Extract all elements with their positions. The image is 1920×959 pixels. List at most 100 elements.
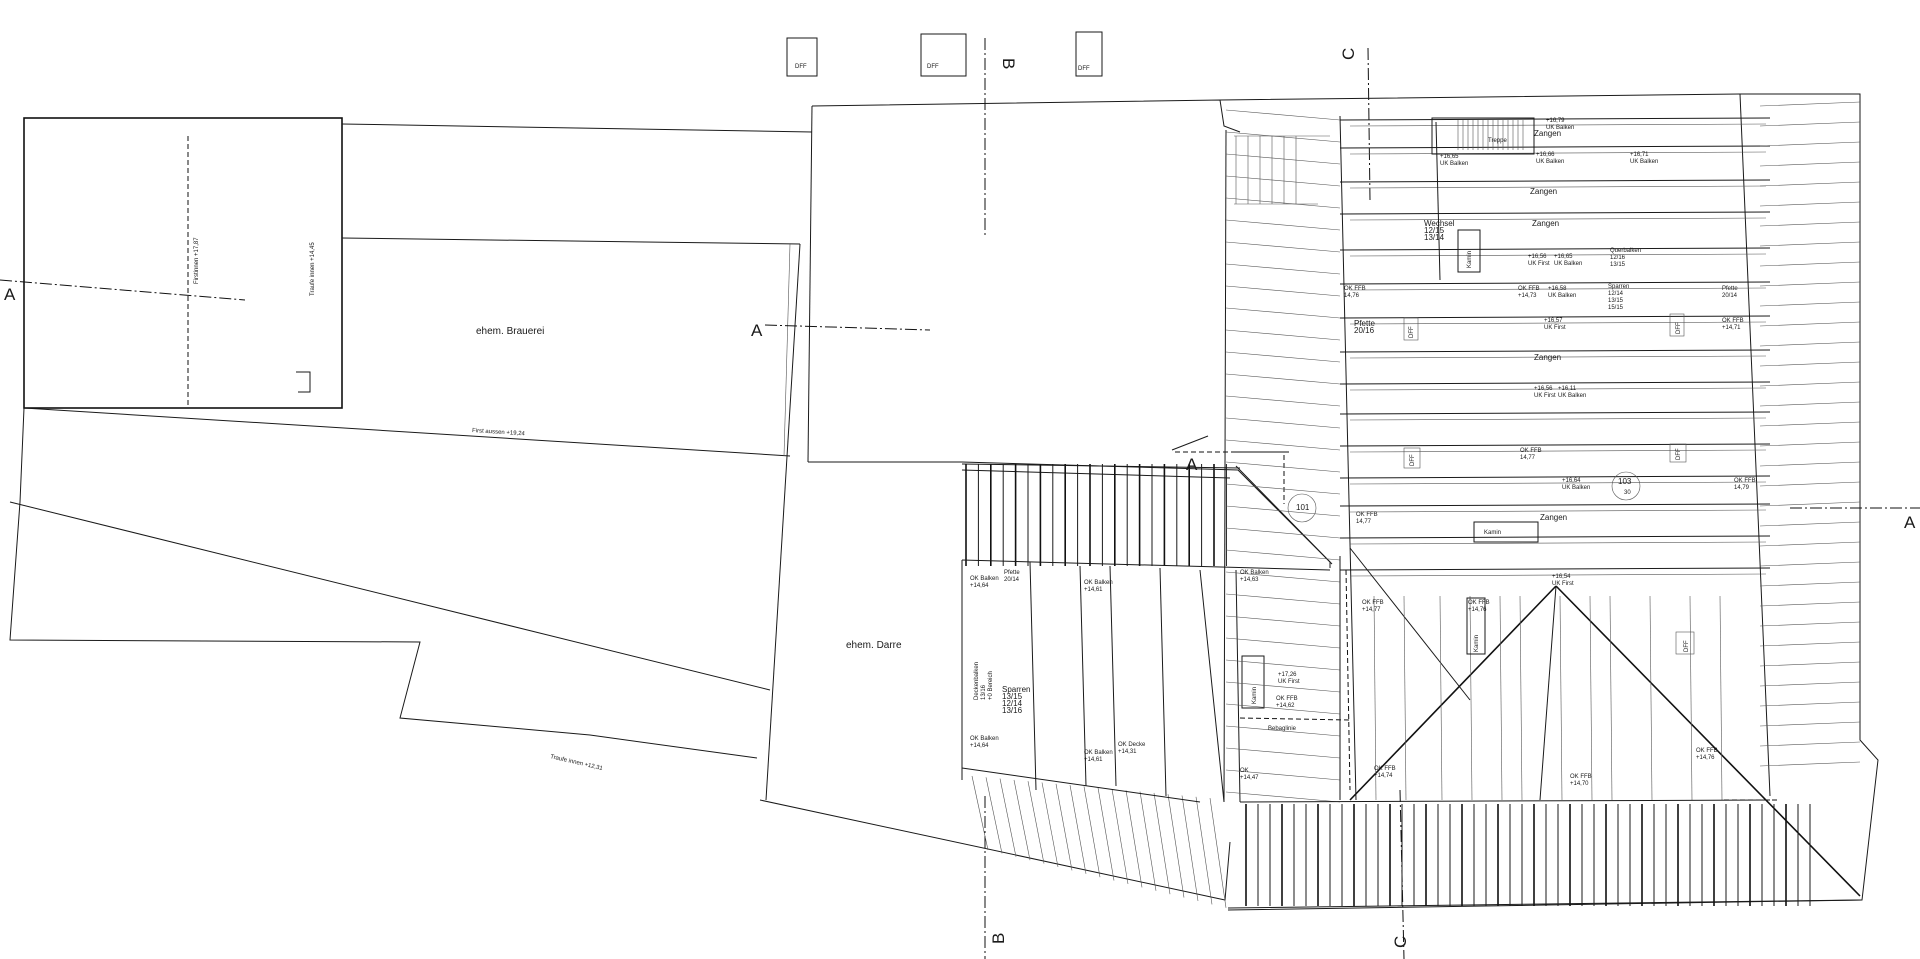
rw-zangen-3: Zangen: [1532, 219, 1559, 228]
drawing-line: [1339, 381, 1771, 385]
drawing-line: [1759, 261, 1861, 267]
drawing-line: [1225, 791, 1341, 803]
drawing-line: [1225, 285, 1341, 297]
drawing-line: [1759, 701, 1861, 707]
drawing-line: [1689, 595, 1693, 801]
drawing-line: [1349, 481, 1767, 485]
drawing-line: [1759, 481, 1861, 487]
drawing-line: [1759, 521, 1861, 527]
dff-label-1: DFF: [795, 64, 807, 70]
drawing-line: [1349, 287, 1767, 291]
drawing-line: [999, 778, 1017, 857]
drawing-line: [1349, 509, 1767, 513]
rw-ok-ffb-8: OK FFB+14,76: [1468, 600, 1490, 613]
darre-outline: [759, 38, 1405, 959]
drawing-line: [1339, 281, 1771, 285]
drawing-line: [1111, 788, 1129, 885]
drawing-line: [1519, 595, 1523, 801]
drawing-line: [1349, 185, 1767, 189]
drawing-line: [1759, 181, 1861, 187]
drawing-line: [1153, 792, 1171, 895]
drawing-line: [1499, 595, 1503, 801]
drawing-line: [1759, 401, 1861, 407]
drawing-line: [1349, 449, 1767, 453]
kamin-label-2: Kamin: [1484, 530, 1501, 536]
elevation-traufe-innen-bottom: Traufe innen +12,31: [550, 754, 604, 772]
drawing-line: [1013, 779, 1031, 861]
right-wing-outline: [1219, 93, 1879, 911]
section-marker-c-top: C: [1339, 48, 1358, 60]
drawing-line: [1469, 595, 1473, 801]
drawing-line: [1349, 541, 1767, 545]
drawing-line: [1225, 241, 1341, 253]
section-marker-a-left: A: [4, 285, 16, 304]
dw-bebaglinie: Bebaglinie: [1268, 726, 1297, 732]
dff-label-7: DFF: [1676, 448, 1682, 460]
drawing-line: [1225, 725, 1341, 737]
drawing-line: [1225, 439, 1341, 451]
section-marker-a-top: A: [1186, 455, 1198, 474]
drawing-line: [1339, 247, 1771, 251]
section-marker-b-top: B: [999, 58, 1018, 69]
drawing-line: [1225, 769, 1341, 781]
drawing-line: [1225, 461, 1341, 473]
drawing-line: [1339, 145, 1771, 149]
drawing-line: [1349, 387, 1767, 391]
rw-zangen-2: Zangen: [1530, 187, 1557, 196]
right-wing-beams: [1339, 117, 1771, 577]
drawing-line: [1225, 703, 1341, 715]
drawing-line: [1759, 541, 1861, 547]
rw-ok-ffb-7: OK FFB+14,77: [1362, 600, 1384, 613]
drawing-line: [1225, 549, 1341, 561]
drawing-line: [1719, 595, 1723, 801]
dff-label-3: DFF: [1078, 66, 1090, 72]
rw-ok-ffb-3: OK FFB+14,71: [1722, 318, 1744, 331]
section-marker-b-bottom: B: [989, 933, 1008, 944]
drawing-line: [1139, 791, 1157, 891]
dff-label-4: DFF: [1409, 326, 1415, 338]
room-number-103: 103: [1618, 477, 1632, 486]
drawing-line: [1339, 535, 1771, 539]
drawing-line: [1225, 219, 1341, 231]
drawing-line: [1589, 595, 1593, 801]
drawing-line: [1759, 441, 1861, 447]
elevation-first-aussen: First aussen +19,24: [472, 428, 526, 437]
drawing-line: [1227, 899, 1863, 909]
drawing-line: [1759, 101, 1861, 107]
brauerei-outline: [0, 117, 813, 801]
drawing-line: [985, 777, 1003, 854]
room-number-101: 101: [1296, 503, 1310, 512]
rw-ok-ffb-11: OK FFB+14,76: [1696, 748, 1718, 761]
dw-ok-balken-4: OK Balken+14,64: [970, 736, 999, 749]
drawing-line: [1225, 505, 1341, 517]
drawing-line: [1225, 373, 1341, 385]
dw-ok-balken-1: OK Balken+14,64: [970, 576, 999, 589]
drawing-line: [961, 469, 1231, 479]
dw-ok-balken-5: OK Balken+14,61: [1084, 750, 1113, 763]
drawing-line: [1759, 361, 1861, 367]
drawing-line: [1225, 593, 1341, 605]
drawing-line: [1759, 421, 1861, 427]
drawing-line: [1435, 121, 1441, 281]
drawing-line: [1349, 417, 1767, 421]
drawing-line: [1339, 179, 1771, 183]
rw-ok-ffb-9: OK FFB+14,74: [1374, 766, 1396, 779]
drawing-line: [1225, 527, 1341, 539]
drawing-line: [1069, 785, 1087, 874]
drawing-line: [1609, 595, 1613, 801]
drawing-line: [1349, 321, 1767, 325]
drawing-line: [1225, 351, 1341, 363]
dff-label-8: DFF: [1684, 640, 1690, 652]
hip-roof-bottom: [1227, 547, 1863, 909]
